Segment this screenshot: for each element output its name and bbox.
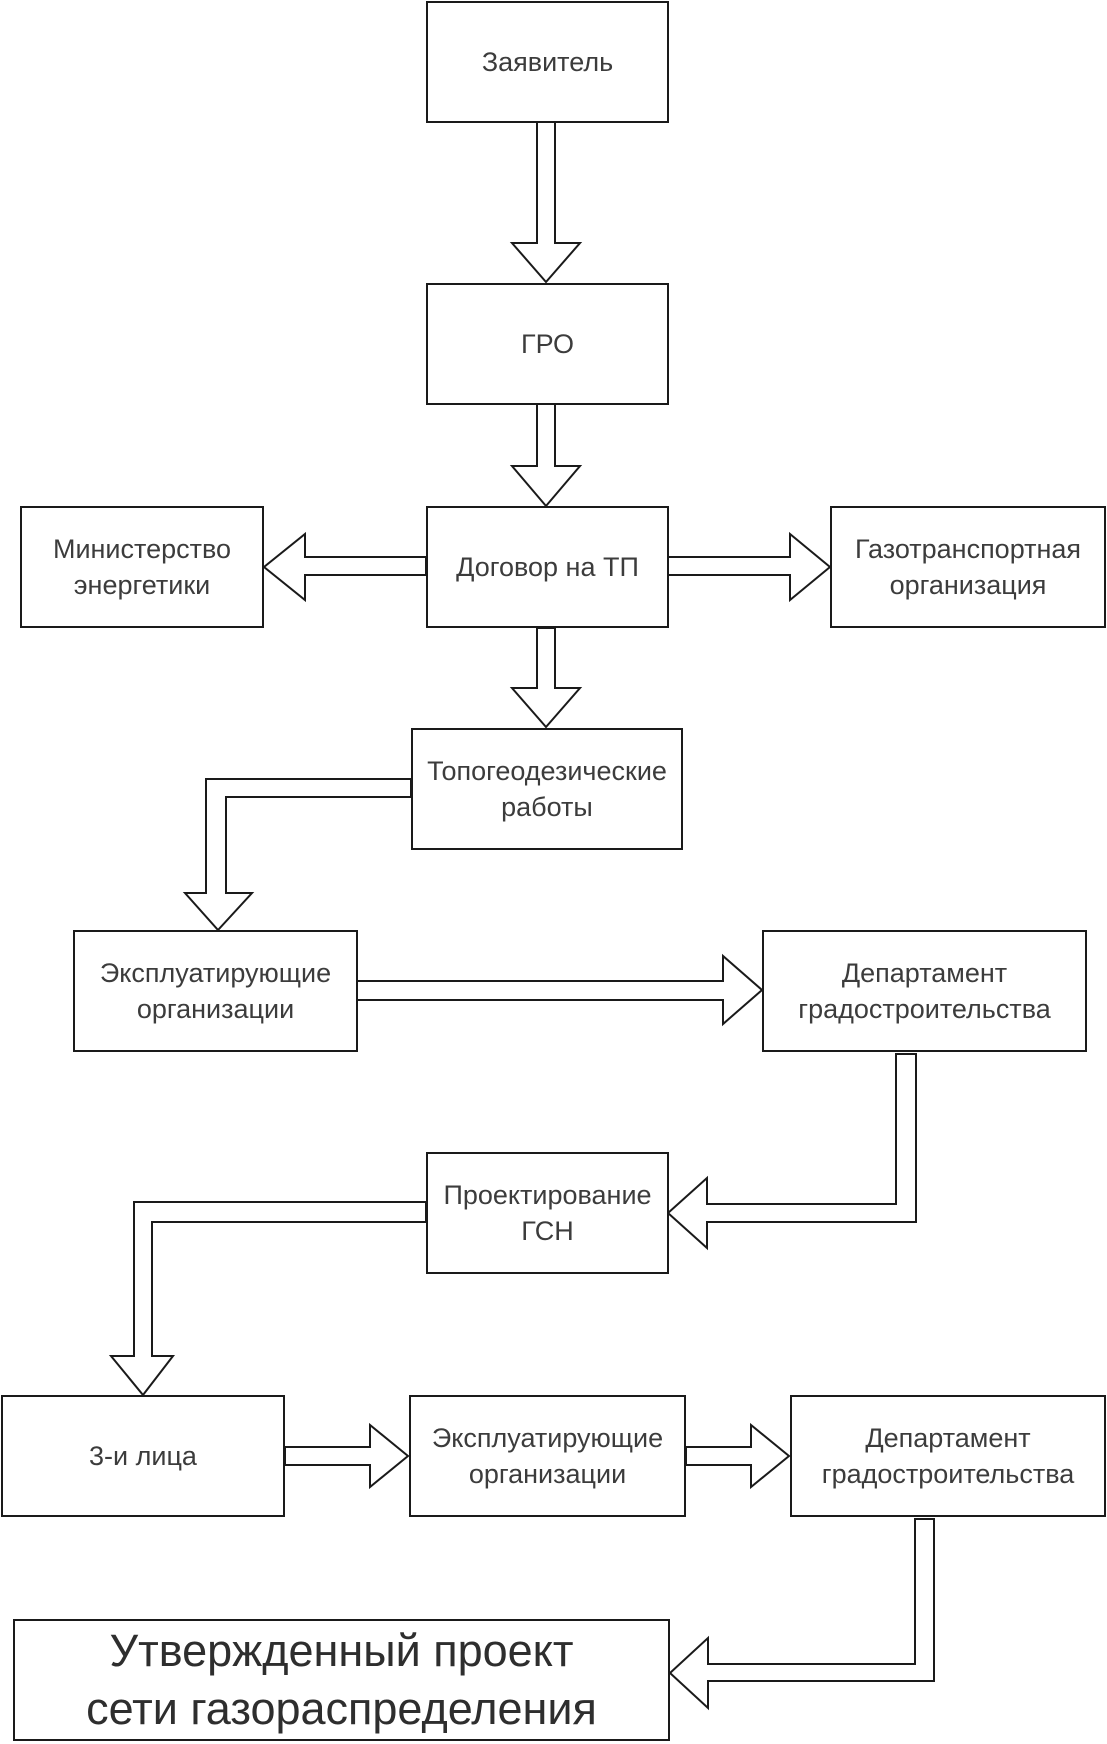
arrow-urban-dept-2-to-approved-project <box>668 1518 935 1711</box>
node-urban-dept-1-label: Департамент градостроительства <box>798 958 1051 1024</box>
node-operators-1-label: Эксплуатирующие организации <box>99 958 332 1024</box>
node-gas-transport-label: Газотранспортная организация <box>854 534 1082 600</box>
node-ministry: Министерство энергетики <box>20 506 264 628</box>
arrow-applicant-to-gro <box>509 121 583 284</box>
arrow-contract-to-survey <box>509 627 583 729</box>
node-applicant: Заявитель <box>426 1 669 123</box>
node-contract-label: Договор на ТП <box>456 552 639 582</box>
node-operators-2-label: Эксплуатирующие организации <box>431 1423 664 1489</box>
node-survey-label: Топогеодезические работы <box>427 756 667 822</box>
node-gro: ГРО <box>426 283 669 405</box>
arrow-operators-2-to-urban-dept-2 <box>685 1422 791 1490</box>
node-operators-1: Эксплуатирующие организации <box>73 930 358 1052</box>
node-survey: Топогеодезические работы <box>411 728 683 850</box>
arrow-contract-to-ministry <box>262 531 427 603</box>
node-contract: Договор на ТП <box>426 506 669 628</box>
node-applicant-label: Заявитель <box>481 47 614 77</box>
node-approved-project-label: Утвержденный проект сети газораспределен… <box>86 1625 597 1734</box>
arrow-survey-to-operators-1 <box>182 778 412 932</box>
arrow-gro-to-contract <box>509 403 583 508</box>
node-design: Проектирование ГСН <box>426 1152 669 1274</box>
node-urban-dept-2-label: Департамент градостроительства <box>821 1423 1075 1489</box>
node-operators-2: Эксплуатирующие организации <box>409 1395 686 1517</box>
node-gas-transport: Газотранспортная организация <box>830 506 1106 628</box>
node-urban-dept-1: Департамент градостроительства <box>762 930 1087 1052</box>
node-gro-label: ГРО <box>520 329 575 359</box>
node-design-label: Проектирование ГСН <box>443 1180 652 1246</box>
node-third-parties-label: 3-и лица <box>89 1441 197 1471</box>
arrow-urban-dept-1-to-design <box>666 1053 917 1251</box>
node-third-parties: 3-и лица <box>1 1395 285 1517</box>
arrow-third-parties-to-operators-2 <box>284 1422 410 1490</box>
arrow-design-to-third-parties <box>108 1201 427 1397</box>
arrow-operators-1-to-urban-dept-1 <box>356 953 764 1027</box>
node-ministry-label: Министерство энергетики <box>52 534 232 600</box>
node-urban-dept-2: Департамент градостроительства <box>790 1395 1106 1517</box>
arrow-contract-to-gas-transport <box>667 531 832 603</box>
node-approved-project: Утвержденный проект сети газораспределен… <box>13 1619 670 1741</box>
